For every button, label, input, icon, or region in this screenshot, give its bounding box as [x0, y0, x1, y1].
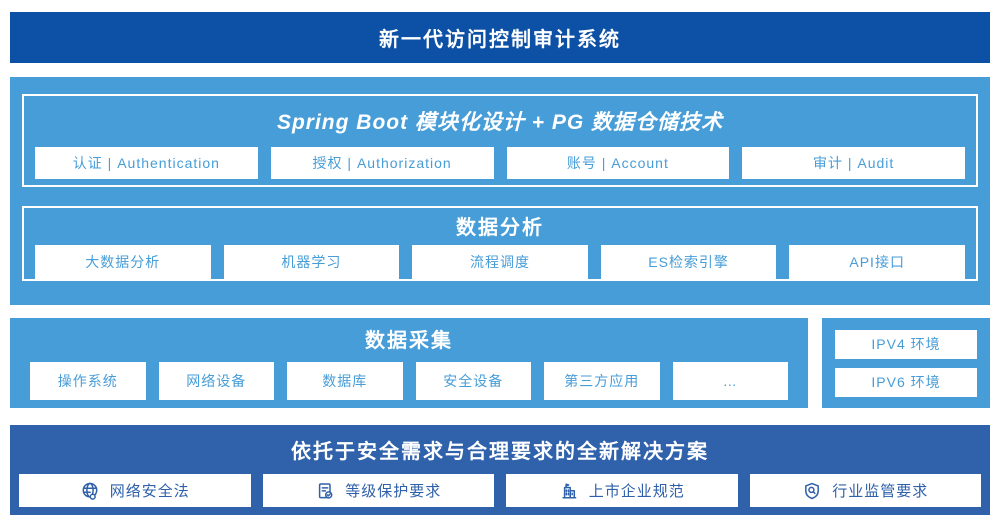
analysis-es: ES检索引擎	[600, 245, 777, 279]
system-title: 新一代访问控制审计系统	[379, 29, 621, 51]
collection-section: 数据采集 操作系统 网络设备 数据库 安全设备 第三方应用 …	[10, 318, 808, 408]
solution-label: 上市企业规范	[588, 483, 685, 500]
collect-os: 操作系统	[30, 362, 146, 400]
module-account: 账号 | Account	[506, 147, 730, 179]
collect-database: 数据库	[287, 362, 403, 400]
analysis-row: 大数据分析 机器学习 流程调度 ES检索引擎 API接口	[35, 245, 965, 279]
collect-thirdparty-app: 第三方应用	[544, 362, 660, 400]
analysis-ml: 机器学习	[223, 245, 400, 279]
analysis-group-title: 数据分析	[456, 217, 544, 239]
solution-row: 网络安全法 等级保护要求	[19, 474, 981, 507]
system-title-bar: 新一代访问控制审计系统	[10, 12, 990, 63]
collect-security-device: 安全设备	[415, 362, 531, 400]
solution-section: 依托于安全需求与合理要求的全新解决方案 网络安全法	[10, 425, 990, 515]
solution-industry-regulation: 行业监管要求	[749, 474, 981, 507]
shield-search-icon	[802, 481, 822, 501]
env-panel: IPV4 环境 IPV6 环境	[822, 318, 990, 408]
modules-row: 认证 | Authentication 授权 | Authorization 账…	[35, 147, 965, 179]
solution-classified-protection: 等级保护要求	[262, 474, 494, 507]
solution-cybersecurity-law: 网络安全法	[19, 474, 251, 507]
module-audit: 审计 | Audit	[742, 147, 965, 179]
solution-label: 等级保护要求	[345, 483, 442, 500]
listed-company-icon	[559, 481, 579, 501]
collection-title: 数据采集	[365, 330, 453, 352]
collect-network-device: 网络设备	[158, 362, 274, 400]
collect-more: …	[672, 362, 788, 400]
analysis-group: 数据分析 大数据分析 机器学习 流程调度 ES检索引擎 API接口	[22, 206, 978, 281]
modules-group-title: Spring Boot 模块化设计 + PG 数据仓储技术	[276, 111, 724, 134]
solution-title: 依托于安全需求与合理要求的全新解决方案	[291, 441, 709, 463]
analysis-api: API接口	[789, 245, 965, 279]
module-authorization: 授权 | Authorization	[270, 147, 494, 179]
module-authentication: 认证 | Authentication	[35, 147, 258, 179]
collection-row: 操作系统 网络设备 数据库 安全设备 第三方应用 …	[30, 362, 788, 400]
globe-law-icon	[80, 481, 100, 501]
solution-label: 行业监管要求	[832, 483, 929, 500]
analysis-bigdata: 大数据分析	[35, 245, 211, 279]
solution-listed-company: 上市企业规范	[506, 474, 738, 507]
env-ipv4: IPV4 环境	[835, 329, 977, 359]
analysis-workflow: 流程调度	[412, 245, 588, 279]
env-ipv6: IPV6 环境	[835, 367, 977, 397]
platform-section: Spring Boot 模块化设计 + PG 数据仓储技术 认证 | Authe…	[10, 77, 990, 305]
document-check-icon	[315, 481, 335, 501]
solution-label: 网络安全法	[109, 483, 190, 500]
modules-group: Spring Boot 模块化设计 + PG 数据仓储技术 认证 | Authe…	[22, 94, 978, 187]
